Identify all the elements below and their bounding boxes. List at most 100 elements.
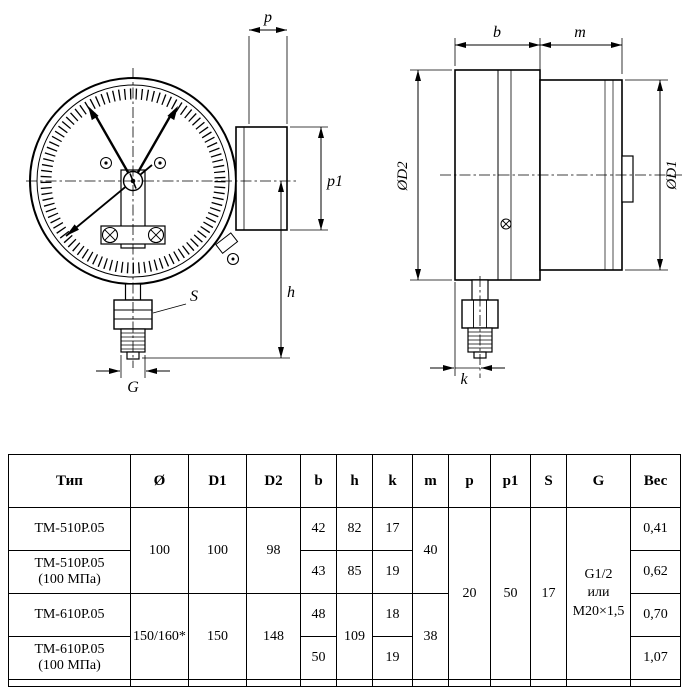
- type-line1: ТМ-610Р.05: [34, 642, 105, 657]
- side-view: b m ØD2 ØD1: [395, 24, 682, 388]
- type-line2: (100 МПа): [38, 572, 101, 587]
- cell-weight: 0,41: [630, 507, 681, 551]
- front-view: p p1 h S G: [26, 9, 343, 396]
- dim-label-p: p: [263, 9, 272, 26]
- dim-label-d2: ØD2: [395, 161, 411, 192]
- cell-b: 42: [300, 507, 337, 551]
- col-header-type: Тип: [8, 454, 131, 508]
- setpoint-hub-right: [154, 157, 166, 169]
- cell-k: 18: [372, 593, 413, 637]
- dimension-k: k: [430, 282, 505, 388]
- empty-cell: [8, 679, 131, 687]
- table-row: ТМ-510Р.05 (100 МПа) 43 85 19 0,62: [8, 550, 681, 594]
- dim-label-h: h: [287, 284, 295, 301]
- col-header-p: p: [448, 454, 491, 508]
- cell-b: 43: [300, 550, 337, 594]
- cell-type: ТМ-510Р.05: [8, 507, 131, 551]
- dimension-d2: ØD2: [395, 69, 452, 281]
- empty-cell: [490, 679, 531, 687]
- dim-label-m: m: [574, 24, 586, 41]
- cell-p: 20: [448, 507, 491, 680]
- cell-weight: 0,62: [630, 550, 681, 594]
- side-centerlines: [440, 174, 682, 378]
- g-thread-line1: G1/2: [584, 567, 613, 583]
- dim-label-b: b: [493, 24, 501, 41]
- side-connector: [621, 155, 634, 203]
- screw-left-icon: [101, 226, 119, 244]
- front-centerlines: [26, 68, 296, 368]
- dim-label-g: G: [127, 379, 139, 396]
- table-row: ТМ-510Р.05 100 100 98 42 82 17 40 20 50 …: [8, 507, 681, 680]
- type-line1: ТМ-510Р.05: [34, 556, 105, 571]
- dimension-d1: ØD1: [625, 79, 680, 271]
- dimension-p1: p1: [290, 126, 343, 231]
- g-thread-line3: M20×1,5: [572, 603, 625, 619]
- col-header-k: k: [372, 454, 413, 508]
- empty-cell: [188, 679, 247, 687]
- col-header-d1: D1: [188, 454, 247, 508]
- empty-cell: [372, 679, 413, 687]
- dimension-h: h: [142, 181, 295, 359]
- cell-d2: 98: [246, 507, 301, 594]
- dim-label-d1: ØD1: [664, 160, 680, 190]
- empty-cell: [566, 679, 631, 687]
- table-row: ТМ-610Р.05 (100 МПа) 50 19 1,07: [8, 636, 681, 680]
- cell-p1: 50: [490, 507, 531, 680]
- setpoint-hub-left: [100, 157, 112, 169]
- empty-cell: [300, 679, 337, 687]
- dim-label-k: k: [460, 371, 468, 388]
- cell-weight: 0,70: [630, 593, 681, 637]
- cell-d1: 150: [188, 593, 247, 680]
- cell-weight: 1,07: [630, 636, 681, 680]
- dimension-p: p: [248, 9, 288, 124]
- setpoint-pointer-right: [131, 106, 178, 182]
- type-line2: (100 МПа): [38, 658, 101, 673]
- dimension-m: m: [540, 24, 623, 74]
- cell-s: 17: [530, 507, 567, 680]
- cell-h: 85: [336, 550, 373, 594]
- col-header-p1: p1: [490, 454, 531, 508]
- dimension-g: G: [96, 355, 170, 396]
- technical-drawing: p p1 h S G: [26, 9, 682, 396]
- empty-cell: [530, 679, 567, 687]
- table-header-row: Тип Ø D1 D2 b h k m p p1 S G Вес: [8, 454, 681, 508]
- col-header-g: G: [566, 454, 631, 508]
- contact-housing: [235, 126, 288, 231]
- col-header-s: S: [530, 454, 567, 508]
- empty-cell: [412, 679, 449, 687]
- table-row-empty: [8, 679, 681, 687]
- g-thread-line2: или: [587, 585, 610, 601]
- cell-d1: 100: [188, 507, 247, 594]
- cell-type: ТМ-510Р.05 (100 МПа): [8, 550, 131, 594]
- cell-h: 82: [336, 507, 373, 551]
- dim-label-p1: p1: [326, 173, 343, 190]
- empty-cell: [336, 679, 373, 687]
- cable-gland: [215, 232, 240, 266]
- cell-k: 19: [372, 636, 413, 680]
- dimension-b: b: [454, 24, 541, 74]
- cell-b: 48: [300, 593, 337, 637]
- cell-d2: 148: [246, 593, 301, 680]
- cell-type: ТМ-610Р.05: [8, 593, 131, 637]
- col-header-diameter: Ø: [130, 454, 189, 508]
- screw-right-icon: [147, 226, 165, 244]
- cell-k: 17: [372, 507, 413, 551]
- cell-m: 40: [412, 507, 449, 594]
- cell-diameter: 150/160*: [130, 593, 189, 680]
- dimension-s: S: [152, 288, 198, 314]
- col-header-d2: D2: [246, 454, 301, 508]
- cell-m: 38: [412, 593, 449, 680]
- cell-b: 50: [300, 636, 337, 680]
- col-header-weight: Вес: [630, 454, 681, 508]
- col-header-h: h: [336, 454, 373, 508]
- case-screw-icon: [500, 218, 512, 230]
- cell-type: ТМ-610Р.05 (100 МПа): [8, 636, 131, 680]
- empty-cell: [246, 679, 301, 687]
- col-header-b: b: [300, 454, 337, 508]
- dim-label-s: S: [190, 288, 198, 305]
- dimensions-table: Тип Ø D1 D2 b h k m p p1 S G Вес ТМ-510Р…: [8, 454, 681, 687]
- cell-diameter: 100: [130, 507, 189, 594]
- table-row: ТМ-610Р.05 150/160* 150 148 48 109 18 38…: [8, 593, 681, 680]
- empty-cell: [630, 679, 681, 687]
